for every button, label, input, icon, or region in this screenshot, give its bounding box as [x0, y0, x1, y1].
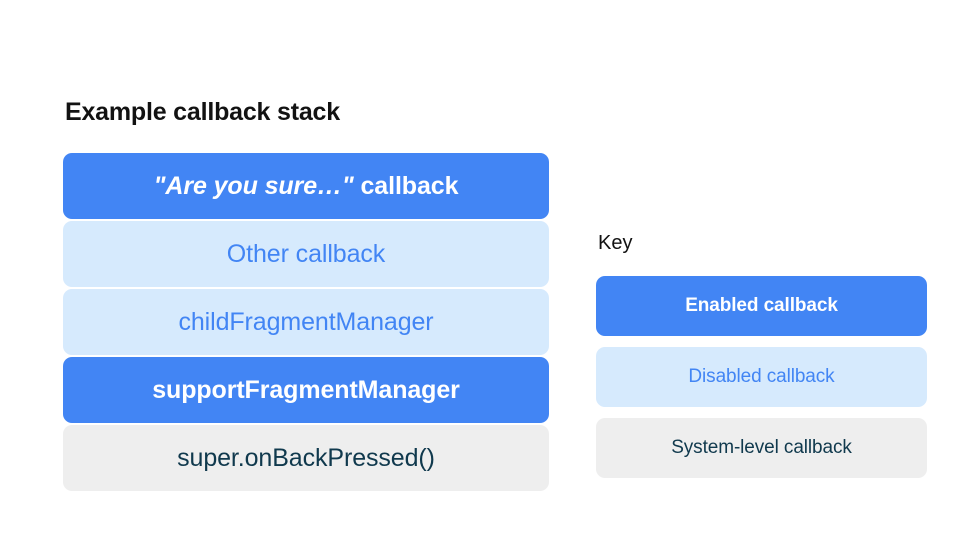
stack-row-label-tail: callback [353, 171, 459, 200]
stack-row-label: super.onBackPressed() [177, 443, 435, 472]
stack-row-other-callback: Other callback [63, 221, 549, 287]
key-list: Enabled callback Disabled callback Syste… [596, 276, 927, 478]
key-item-system-level-callback: System-level callback [596, 418, 927, 478]
key-item-label: Disabled callback [688, 366, 835, 387]
stack-row-label: childFragmentManager [178, 307, 434, 336]
page-title: Example callback stack [65, 98, 340, 126]
stack-row-child-fragment-manager: childFragmentManager [63, 289, 549, 355]
callback-stack-section: Example callback stack "Are you sure…" c… [63, 100, 549, 491]
key-section: Key Enabled callback Disabled callback S… [596, 233, 927, 478]
stack-row-super-on-back-pressed: super.onBackPressed() [63, 425, 549, 491]
stack-row-label: supportFragmentManager [152, 375, 460, 404]
key-title: Key [598, 232, 633, 254]
stack-row-label: Other callback [226, 239, 386, 268]
key-item-label: Enabled callback [685, 295, 838, 316]
key-item-label: System-level callback [671, 437, 852, 458]
key-item-disabled-callback: Disabled callback [596, 347, 927, 407]
stack-row-label: "Are you sure…" callback [154, 172, 459, 201]
stack-row-are-you-sure: "Are you sure…" callback [63, 153, 549, 219]
key-item-enabled-callback: Enabled callback [596, 276, 927, 336]
stack-row-label-quoted: "Are you sure…" [153, 171, 354, 200]
stack-row-support-fragment-manager: supportFragmentManager [63, 357, 549, 423]
callback-stack-list: "Are you sure…" callback Other callback … [63, 153, 549, 491]
